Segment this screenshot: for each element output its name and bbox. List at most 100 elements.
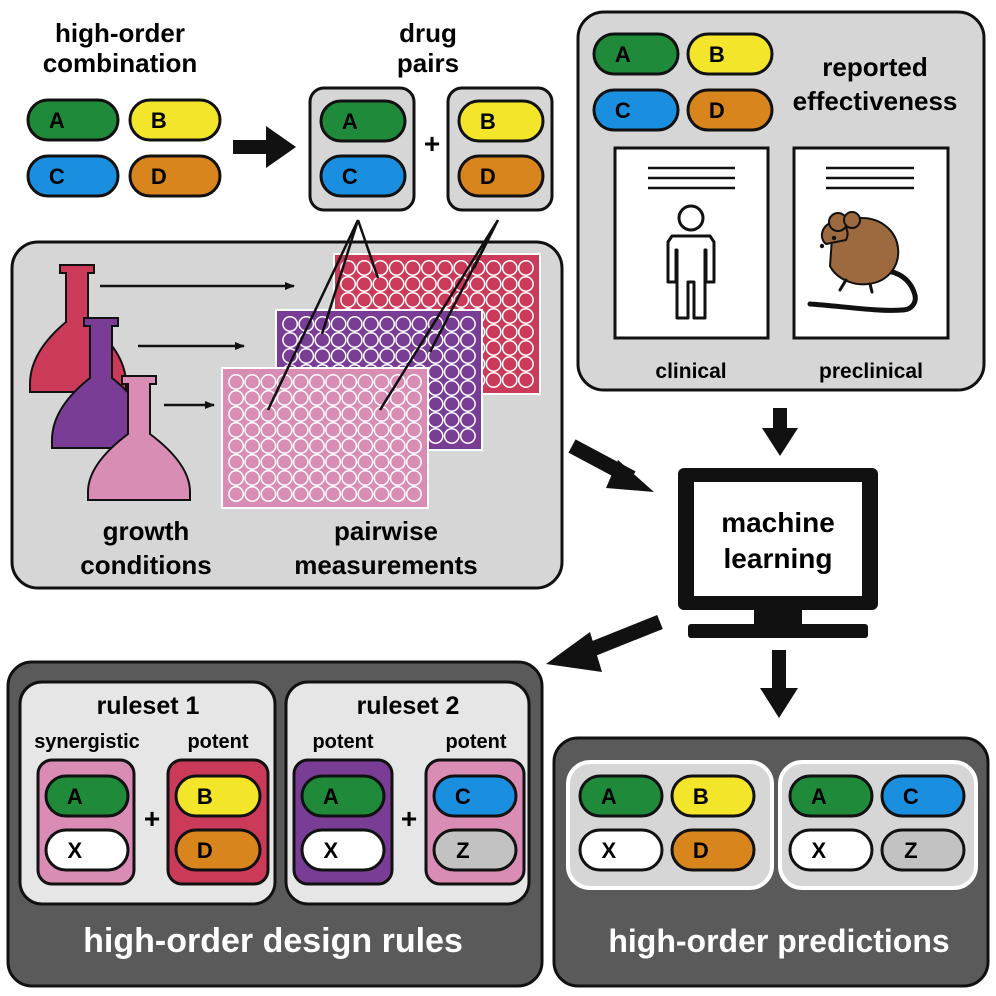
drug-pill-z: Z <box>880 828 966 872</box>
drug-pill-a: A <box>300 774 386 818</box>
drug-pill-label: A <box>49 108 65 133</box>
drug-pill-b: B <box>457 99 545 143</box>
drug-pill-c: C <box>592 88 680 132</box>
drug-pill-x: X <box>300 828 386 872</box>
drug-pill-a: A <box>44 774 130 818</box>
drug-pill-b: B <box>174 774 262 818</box>
effectiveness-title-line2: effectiveness <box>793 86 958 116</box>
well-plates <box>221 253 541 509</box>
drug-pill-label: C <box>455 784 471 809</box>
drug-pill-b: B <box>686 32 774 76</box>
drug-pill-label: B <box>151 108 167 133</box>
drug-pill-label: D <box>693 838 709 863</box>
ml-to-predictions-arrow <box>760 650 798 718</box>
drug-pill-label: A <box>342 109 358 134</box>
drug-pill-d: D <box>670 828 756 872</box>
drug-pill-c: C <box>432 774 518 818</box>
drug-pill-x: X <box>788 828 874 872</box>
preclinical-label: preclinical <box>819 360 923 383</box>
drug-pill-a: A <box>319 99 407 143</box>
combo-title-line1: high-order <box>55 18 185 48</box>
pairs-title-line1: drug <box>399 18 457 48</box>
drug-pill-d: D <box>457 154 545 198</box>
effectiveness-drug-set: A B C D <box>592 32 774 132</box>
drug-pill-b: B <box>670 774 756 818</box>
pairs-plus: + <box>424 128 440 159</box>
pairs-title-line2: pairs <box>397 48 459 78</box>
ruleset-2-plus: + <box>401 803 417 834</box>
drug-pill-label: X <box>323 838 338 863</box>
ruleset-1-title: ruleset 1 <box>97 692 200 720</box>
drug-pill-d: D <box>128 154 222 198</box>
ml-line1: machine <box>721 507 835 538</box>
drug-pill-label: X <box>811 838 826 863</box>
drug-pill-label: X <box>601 838 616 863</box>
drug-pill-label: D <box>480 164 496 189</box>
ml-to-rules-arrow <box>546 615 663 672</box>
drug-pill-label: D <box>197 838 213 863</box>
drug-pill-label: A <box>67 784 83 809</box>
drug-pill-a: A <box>578 774 664 818</box>
drug-pill-label: B <box>693 784 709 809</box>
predictions-footer: high-order predictions <box>608 923 949 959</box>
combo-to-pairs-arrow <box>233 126 296 168</box>
pairwise-line1: pairwise <box>334 516 438 546</box>
drug-pill-label: A <box>323 784 339 809</box>
growth-line2: conditions <box>80 550 211 580</box>
combo-title-line2: combination <box>43 48 198 78</box>
prediction-drug-set: A B X D A C X Z <box>578 774 966 872</box>
ruleset-1-plus: + <box>144 803 160 834</box>
drug-pill-label: X <box>67 838 82 863</box>
ruleset-1-right-label: potent <box>187 731 248 753</box>
drug-pill-a: A <box>788 774 874 818</box>
drug-pill-label: D <box>709 98 725 123</box>
computer-monitor-icon <box>678 468 878 638</box>
drug-pill-label: B <box>709 42 725 67</box>
drug-pill-b: B <box>128 98 222 142</box>
ml-line2: learning <box>724 543 833 574</box>
drug-pair-set: A C B D <box>319 99 545 198</box>
effectiveness-title-line1: reported <box>822 52 927 82</box>
drug-pill-label: B <box>480 109 496 134</box>
drug-pill-a: A <box>26 98 120 142</box>
human-icon <box>666 204 716 320</box>
drug-pill-label: Z <box>904 838 917 863</box>
drug-pill-label: Z <box>456 838 469 863</box>
drug-pill-label: A <box>615 42 631 67</box>
growth-line1: growth <box>103 516 190 546</box>
drug-pill-x: X <box>578 828 664 872</box>
ruleset-2-left-label: potent <box>312 731 373 753</box>
drug-pill-d: D <box>686 88 774 132</box>
ruleset-drug-set: A X B D A X C Z <box>44 774 518 872</box>
drug-pill-z: Z <box>432 828 518 872</box>
effectiveness-to-ml-arrow <box>762 408 798 456</box>
experiment-to-ml-arrow <box>568 439 654 492</box>
pairwise-line2: measurements <box>294 550 478 580</box>
clinical-label: clinical <box>655 360 726 383</box>
drug-pill-c: C <box>880 774 966 818</box>
combo-drug-set: A B C D <box>26 98 222 198</box>
drug-pill-d: D <box>174 828 262 872</box>
drug-pill-label: C <box>903 784 919 809</box>
drug-pill-a: A <box>592 32 680 76</box>
mouse-icon <box>807 211 918 313</box>
drug-pill-c: C <box>319 154 407 198</box>
drug-pill-label: D <box>151 164 167 189</box>
preclinical-document <box>792 146 950 340</box>
ruleset-1-left-label: synergistic <box>34 731 140 753</box>
ruleset-2-title: ruleset 2 <box>357 692 460 720</box>
well-plate-pink <box>221 367 429 509</box>
ruleset-2-right-label: potent <box>445 731 506 753</box>
drug-pill-c: C <box>26 154 120 198</box>
drug-pill-label: A <box>601 784 617 809</box>
pair-to-plate-lines <box>266 219 500 411</box>
drug-pill-label: B <box>197 784 213 809</box>
drug-pill-label: C <box>342 164 358 189</box>
drug-pill-label: A <box>811 784 827 809</box>
design-rules-footer: high-order design rules <box>83 922 463 960</box>
drug-pill-x: X <box>44 828 130 872</box>
flask-pink <box>87 375 191 501</box>
clinical-document <box>613 146 770 340</box>
